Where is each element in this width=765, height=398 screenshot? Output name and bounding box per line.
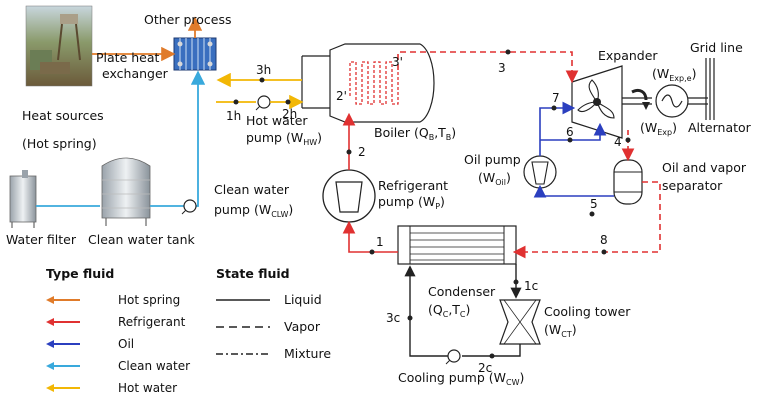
label-expander: Expander xyxy=(598,48,658,63)
state-8: 8 xyxy=(600,233,608,247)
state-3-prime: 3' xyxy=(392,55,403,69)
refrigerant-liquid-pipe-1 xyxy=(349,224,398,252)
state-4: 4 xyxy=(614,135,622,149)
label-heat-sources-2: (Hot spring) xyxy=(22,136,97,151)
legend-state-label: Vapor xyxy=(284,319,321,334)
boiler-icon xyxy=(302,44,434,122)
state-2c: 2c xyxy=(478,361,492,375)
legend-type-label: Hot water xyxy=(118,381,177,395)
state-5: 5 xyxy=(590,197,598,211)
label-cooling-tower-1: Cooling tower xyxy=(544,304,631,319)
legend-type-label: Refrigerant xyxy=(118,315,186,329)
legend-type-arrow xyxy=(46,362,54,370)
state-1h: 1h xyxy=(226,109,241,123)
legend-type-arrow xyxy=(46,384,54,392)
label-condenser-2: (QC,TC) xyxy=(428,302,470,319)
label-plate-heat-exchanger-1: Plate heat xyxy=(96,50,160,65)
label-clean-water-tank: Clean water tank xyxy=(88,232,196,247)
label-condenser-1: Condenser xyxy=(428,284,496,299)
label-grid-line: Grid line xyxy=(690,40,743,55)
label-heat-sources-1: Heat sources xyxy=(22,108,104,123)
legend-type-label: Clean water xyxy=(118,359,190,373)
state-2-prime: 2' xyxy=(336,89,347,103)
label-oil-pump-2: (WOil) xyxy=(478,170,511,187)
oil-vapor-separator-icon xyxy=(614,160,642,204)
label-clean-water-pump-2: pump (WCLW) xyxy=(214,202,293,219)
legend-type-label: Hot spring xyxy=(118,293,180,307)
label-oil-separator-1: Oil and vapor xyxy=(662,160,747,175)
alternator-icon xyxy=(656,85,708,117)
label-other-process: Other process xyxy=(144,12,232,27)
label-oil-pump-1: Oil pump xyxy=(464,152,521,167)
label-hot-water-pump-1: Hot water xyxy=(246,113,308,128)
label-plate-heat-exchanger-2: exchanger xyxy=(102,66,169,81)
hot-water-pump-icon xyxy=(256,96,270,110)
clean-water-pipe xyxy=(150,74,198,206)
label-clean-water-pump-1: Clean water xyxy=(214,182,290,197)
legend-type-arrow xyxy=(46,318,54,326)
legend-type-arrow xyxy=(46,340,54,348)
plate-heat-exchanger-icon xyxy=(174,38,216,70)
label-water-filter: Water filter xyxy=(6,232,77,247)
condenser-icon xyxy=(398,226,516,264)
refrigerant-pump-icon xyxy=(323,170,375,222)
state-2h: 2h xyxy=(282,107,297,121)
label-w-exp-e: (WExp,e) xyxy=(652,66,696,83)
clean-water-tank-icon xyxy=(102,158,150,226)
label-hot-water-pump-2: pump (WHW) xyxy=(246,130,322,147)
state-2: 2 xyxy=(358,145,366,159)
state-3: 3 xyxy=(498,61,506,75)
state-1c: 1c xyxy=(524,279,538,293)
cooling-pump-icon xyxy=(446,350,460,364)
oil-return-pipe xyxy=(540,188,614,196)
legend-type-label: Oil xyxy=(118,337,134,351)
oil-pump-icon xyxy=(524,156,556,188)
legend-state-title: State fluid xyxy=(216,266,290,281)
legend-type-title: Type fluid xyxy=(46,266,114,281)
cooling-tower-icon xyxy=(500,300,540,344)
state-7: 7 xyxy=(552,91,560,105)
legend-type-arrow xyxy=(46,296,54,304)
legend-state-label: Liquid xyxy=(284,292,322,307)
legend-state-label: Mixture xyxy=(284,346,331,361)
legend: Type fluid State fluid Hot springRefrige… xyxy=(46,266,331,395)
label-oil-separator-2: separator xyxy=(662,178,723,193)
label-alternator: Alternator xyxy=(688,120,752,135)
state-6: 6 xyxy=(566,125,574,139)
clean-water-pump-icon xyxy=(182,200,196,214)
water-filter-icon xyxy=(10,170,36,228)
hot-spring-photo xyxy=(26,6,92,86)
grid-line-icon xyxy=(706,58,714,120)
state-3h: 3h xyxy=(256,63,271,77)
label-refrigerant-pump-1: Refrigerant xyxy=(378,178,448,193)
label-boiler: Boiler (QB,TB) xyxy=(374,125,456,142)
state-3c: 3c xyxy=(386,311,400,325)
label-w-exp: (WExp) xyxy=(640,120,677,137)
label-refrigerant-pump-2: pump (WP) xyxy=(378,194,445,211)
label-cooling-pump: Cooling pump (WCW) xyxy=(398,370,524,387)
label-cooling-tower-2: (WCT) xyxy=(544,322,577,339)
state-1: 1 xyxy=(376,235,384,249)
